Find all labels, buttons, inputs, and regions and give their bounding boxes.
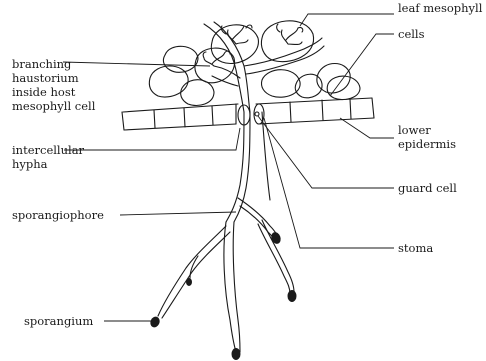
lower-epidermis-cells [122,98,374,130]
leader-leaf-mesophyll-1 [300,14,394,26]
label-sporangiophore: sporangiophore [12,208,104,222]
label-guard-cell: guard cell [398,181,457,195]
label-leaf-mesophyll-1: leaf mesophyll [398,1,483,15]
sporangia [149,231,296,359]
label-intercellular-2: hypha [12,157,48,171]
guard-cells [238,104,264,125]
label-branching-4: mesophyll cell [12,99,96,113]
sporangiophore [158,112,294,352]
label-leaf-mesophyll-2: cells [398,27,425,41]
leader-lines [63,14,394,321]
label-branching-3: inside host [12,85,76,99]
label-branching-1: branching [12,57,72,71]
leader-leaf-mesophyll-2 [330,34,394,96]
labels: branching haustorium inside host mesophy… [12,1,483,328]
label-stoma: stoma [398,241,433,255]
label-branching-2: haustorium [12,71,79,85]
leader-lower-epidermis [340,118,394,138]
leader-stoma [264,118,394,248]
leader-sporangiophore [120,212,236,215]
label-lower-epidermis-1: lower [398,123,431,137]
label-sporangium: sporangium [24,314,93,328]
leader-guard-cell [258,116,394,188]
label-lower-epidermis-2: epidermis [398,137,456,151]
leader-branching [63,62,210,66]
mesophyll-cells [149,21,360,106]
leader-intercellular [64,128,240,150]
label-intercellular-1: intercellular [12,143,85,157]
intercellular-hypha [204,22,324,112]
